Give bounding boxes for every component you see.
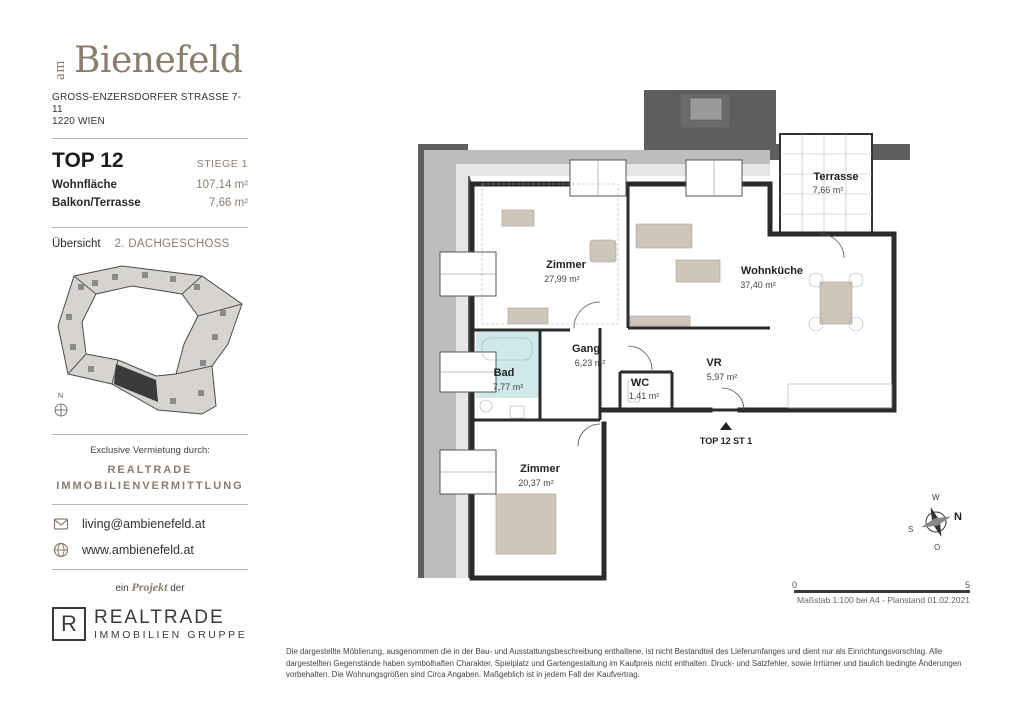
brand-name: Bienefeld xyxy=(74,40,243,81)
scale-line xyxy=(794,590,970,593)
living-area-row: Wohnfläche 107,14 m² xyxy=(52,179,248,191)
scale-start: 0 xyxy=(792,580,798,590)
overview: Übersicht 2. DACHGESCHOSS xyxy=(52,238,248,250)
room-name-wc: WC xyxy=(631,377,649,389)
brand-logo: am Bienefeld xyxy=(52,40,248,88)
sidebar: am Bienefeld GROSS-ENZERSDORFER STRASSE … xyxy=(52,40,248,641)
divider xyxy=(52,504,248,505)
projekt-word: Projekt xyxy=(131,580,168,594)
room-name-gang: Gang xyxy=(572,343,600,355)
room-name-wohnkueche: Wohnküche xyxy=(741,265,803,277)
mail-icon xyxy=(52,515,70,533)
projekt-line: ein Projekt der xyxy=(52,580,248,595)
room-area-zimmer-1: 27,99 m² xyxy=(544,274,580,284)
rental-intro: Exclusive Vermietung durch: xyxy=(90,445,210,456)
company-name: REALTRADE xyxy=(94,607,225,628)
overview-label: Übersicht xyxy=(52,238,101,250)
room-area-wc: 1,41 m² xyxy=(629,391,660,401)
room-name-vr: VR xyxy=(706,357,721,369)
compass: N S W O xyxy=(906,492,966,552)
compass-east: O xyxy=(934,543,940,552)
email-link[interactable]: living@ambienefeld.at xyxy=(82,517,206,531)
disclaimer: Die dargestellte Möblierung, ausgenommen… xyxy=(286,647,962,679)
room-area-wohnkueche: 37,40 m² xyxy=(740,280,776,290)
living-area-value: 107,14 m² xyxy=(196,179,248,191)
scale-note: Maßstab 1:100 bei A4 - Planstand 01.02.2… xyxy=(797,595,970,605)
terrace-area-label: Balkon/Terrasse xyxy=(52,197,141,209)
rental-agent-line-2: IMMOBILIENVERMITTLUNG xyxy=(56,480,244,492)
address: GROSS-ENZERSDORFER STRASSE 7-11 1220 WIE… xyxy=(52,92,248,128)
living-area-label: Wohnfläche xyxy=(52,179,117,191)
projekt-pre: ein xyxy=(115,583,129,594)
room-area-terrasse: 7,66 m² xyxy=(813,185,844,195)
site-minimap: N xyxy=(52,264,248,424)
divider xyxy=(52,569,248,570)
room-name-zimmer-1: Zimmer xyxy=(546,259,586,271)
room-name-zimmer-2: Zimmer xyxy=(520,463,560,475)
minimap-north-label: N xyxy=(58,393,63,400)
room-area-bad: 7,77 m² xyxy=(493,382,524,392)
room-name-bad: Bad xyxy=(494,367,515,379)
company-sub: IMMOBILIEN GRUPPE xyxy=(94,629,248,641)
overview-floor: 2. DACHGESCHOSS xyxy=(114,238,230,250)
company-logo-mark: R xyxy=(52,607,86,641)
address-line-2: 1220 WIEN xyxy=(52,116,105,127)
rental-agent: REALTRADE IMMOBILIENVERMITTLUNG xyxy=(52,462,248,494)
company-logo: R REALTRADE IMMOBILIEN GRUPPE xyxy=(52,607,248,641)
room-area-gang: 6,23 m² xyxy=(575,358,606,368)
compass-west: W xyxy=(932,493,940,502)
unit-stiege: STIEGE 1 xyxy=(196,158,248,170)
rental-agent-line-1: REALTRADE xyxy=(107,464,193,476)
floor-plan: Terrasse 7,66 m² Zimmer 27,99 m² Wohnküc… xyxy=(410,84,910,584)
divider xyxy=(52,138,248,139)
globe-icon xyxy=(52,541,70,559)
projekt-post: der xyxy=(170,583,185,594)
unit-header: TOP 12 STIEGE 1 xyxy=(52,149,248,173)
scale-numbers: 0 5 xyxy=(792,580,970,590)
terrace-area-row: Balkon/Terrasse 7,66 m² xyxy=(52,197,248,209)
website-row[interactable]: www.ambienefeld.at xyxy=(52,541,248,559)
unit-title: TOP 12 xyxy=(52,149,124,172)
address-line-1: GROSS-ENZERSDORFER STRASSE 7-11 xyxy=(52,92,242,115)
minimap-compass-icon xyxy=(54,403,68,417)
compass-south: S xyxy=(908,525,913,534)
compass-north: N xyxy=(954,511,962,523)
website-link[interactable]: www.ambienefeld.at xyxy=(82,543,194,557)
scale-end: 5 xyxy=(964,580,970,590)
entrance-label: TOP 12 ST 1 xyxy=(700,436,752,446)
brand-prefix: am xyxy=(52,59,68,80)
divider xyxy=(52,227,248,228)
terrace-area-value: 7,66 m² xyxy=(209,197,248,209)
room-area-zimmer-2: 20,37 m² xyxy=(518,478,554,488)
scale-bar: 0 5 Maßstab 1:100 bei A4 - Planstand 01.… xyxy=(792,578,970,605)
room-name-terrasse: Terrasse xyxy=(813,171,858,183)
divider xyxy=(52,434,248,435)
entrance-marker-icon xyxy=(720,422,732,430)
email-row[interactable]: living@ambienefeld.at xyxy=(52,515,248,533)
room-area-vr: 5,97 m² xyxy=(707,372,738,382)
